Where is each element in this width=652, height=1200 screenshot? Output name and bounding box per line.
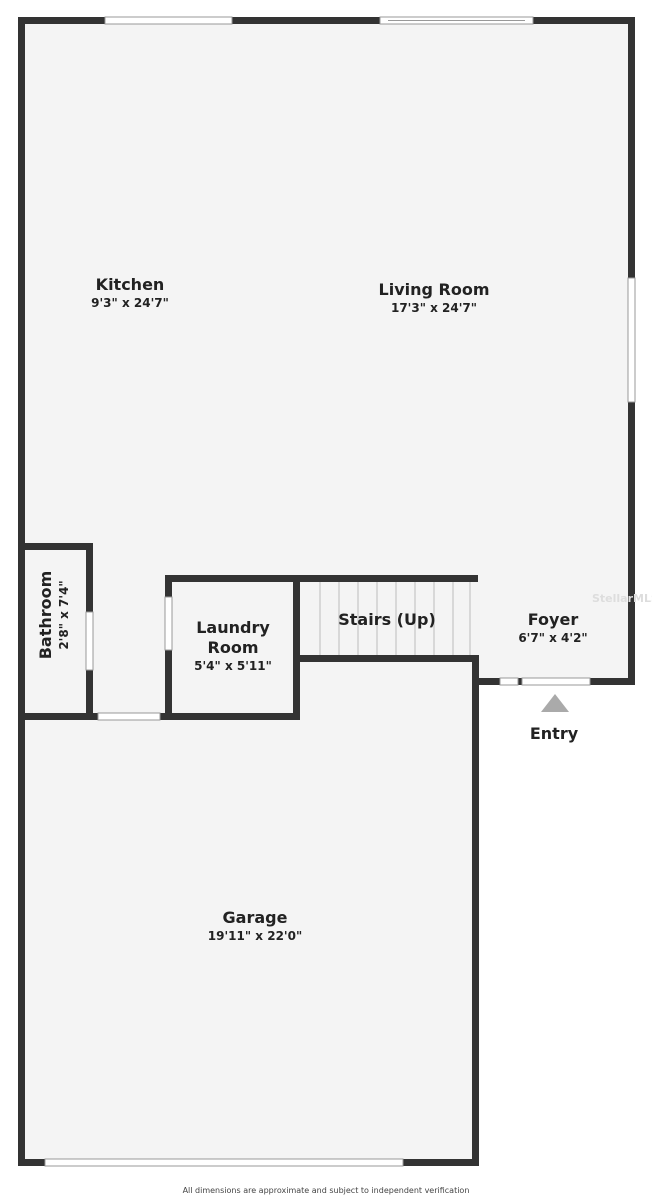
room-dims: 19'11" x 22'0" [207,929,303,943]
room-bathroom: Bathroom 2'8" x 7'4" [36,571,72,660]
room-foyer: Foyer 6'7" x 4'2" [518,610,587,646]
room-name-line1: Laundry [196,618,270,637]
room-name: Foyer [527,610,579,629]
room-dims: 9'3" x 24'7" [91,296,169,310]
windows-doors [44,16,636,1167]
room-name: Stairs (Up) [338,610,436,629]
room-name: Living Room [378,280,490,299]
room-dims: 5'4" x 5'11" [194,659,272,673]
entry-label: Entry [529,724,579,743]
entry-arrow-icon [541,694,569,712]
room-living-room: Living Room 17'3" x 24'7" [379,280,490,316]
footer-disclaimer: All dimensions are approximate and subje… [182,1186,470,1195]
room-dims: 17'3" x 24'7" [390,301,478,315]
room-name: Kitchen [95,275,165,294]
room-kitchen: Kitchen 9'3" x 24'7" [91,275,169,311]
room-laundry: Laundry Room 5'4" x 5'11" [194,618,272,674]
room-name-line2: Room [207,638,259,657]
room-name: Bathroom [36,570,55,660]
room-garage: Garage 19'11" x 22'0" [208,908,302,944]
room-dims: 6'7" x 4'2" [518,631,588,645]
room-dims: 2'8" x 7'4" [57,580,71,650]
watermark: StellarMLS [592,592,652,605]
room-stairs: Stairs (Up) [338,610,436,630]
floor [22,21,632,1163]
stairs-treads [319,582,471,655]
room-name: Garage [222,908,288,927]
